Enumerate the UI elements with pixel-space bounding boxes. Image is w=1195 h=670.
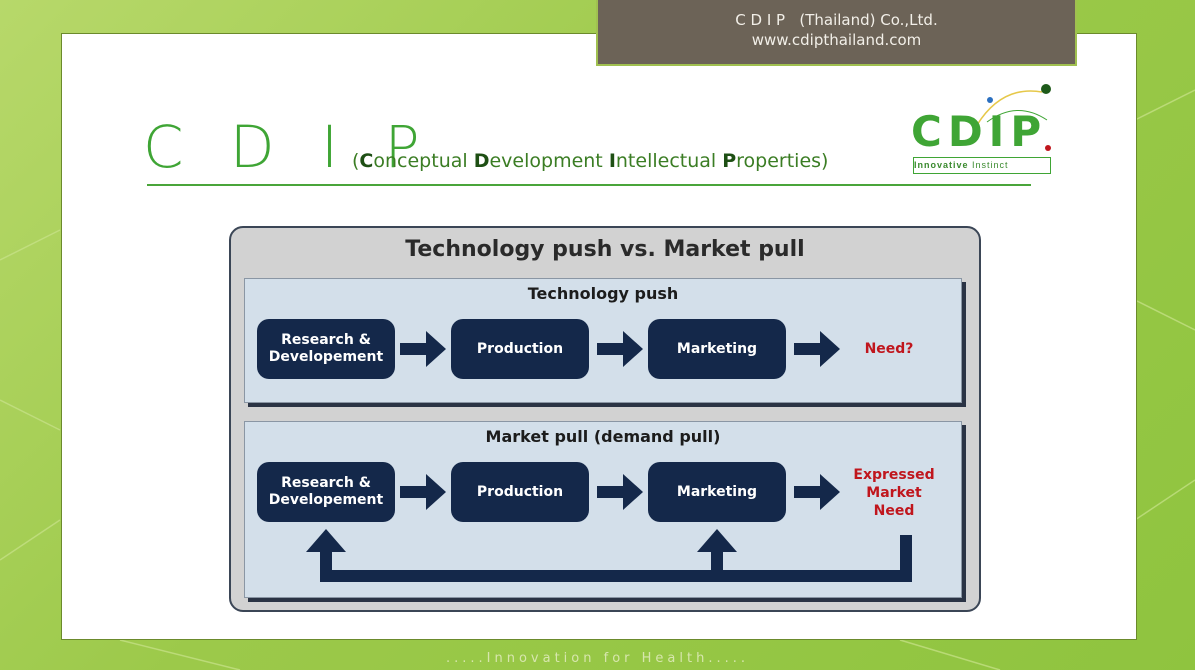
subtitle-part: C bbox=[359, 150, 374, 172]
market-pull-panel: Market pull (demand pull) Research & Dev… bbox=[244, 421, 962, 598]
tech-push-outcome: Need? bbox=[864, 341, 914, 357]
cdip-logo: CDIP Innovative Instinct bbox=[907, 80, 1057, 175]
subtitle-part: roperties) bbox=[736, 150, 829, 172]
subtitle-part: P bbox=[722, 150, 737, 172]
feedback-loop-arrow-icon bbox=[306, 529, 912, 582]
tech-push-panel: Technology push Research & Developement … bbox=[244, 278, 962, 403]
market-pull-step-production: Production bbox=[451, 462, 589, 522]
subtitle-part: onceptual bbox=[373, 150, 474, 172]
subtitle-part: ( bbox=[352, 150, 360, 172]
logo-orbit-icon bbox=[976, 84, 1051, 151]
company-name: C D I P (Thailand) Co.,Ltd. bbox=[735, 11, 938, 29]
page-title: C D I P bbox=[143, 113, 434, 181]
arrow-right-icon bbox=[794, 474, 840, 510]
market-pull-outcome: Expressed Market Need bbox=[853, 467, 935, 519]
market-pull-step-rd: Research & Developement bbox=[257, 462, 395, 522]
title-divider bbox=[147, 184, 1031, 186]
tech-push-step-marketing: Marketing bbox=[648, 319, 786, 379]
logo-tagline: Innovative Instinct bbox=[913, 157, 1051, 174]
market-pull-step-marketing: Marketing bbox=[648, 462, 786, 522]
arrow-right-icon bbox=[794, 331, 840, 367]
diagram-title: Technology push vs. Market pull bbox=[405, 237, 805, 262]
tech-push-title: Technology push bbox=[527, 284, 679, 303]
page-subtitle: (Conceptual Development Intellectual Pro… bbox=[352, 150, 828, 172]
arrow-right-icon bbox=[597, 331, 643, 367]
logo-tagline-rest: Instinct bbox=[972, 160, 1009, 170]
company-header: C D I P (Thailand) Co.,Ltd. www.cdipthai… bbox=[596, 0, 1077, 66]
arrow-right-icon bbox=[400, 331, 446, 367]
footer-tagline: .....Innovation for Health..... bbox=[446, 651, 749, 666]
subtitle-part: I bbox=[608, 150, 616, 172]
arrow-right-icon bbox=[400, 474, 446, 510]
tech-push-step-rd: Research & Developement bbox=[257, 319, 395, 379]
logo-tagline-bold: Innovative bbox=[914, 160, 969, 170]
tech-vs-market-diagram: Technology push vs. Market pull Technolo… bbox=[229, 226, 981, 612]
arrow-right-icon bbox=[597, 474, 643, 510]
company-website: www.cdipthailand.com bbox=[751, 31, 922, 49]
tech-push-step-production: Production bbox=[451, 319, 589, 379]
subtitle-part: ntellectual bbox=[615, 150, 723, 172]
market-pull-title: Market pull (demand pull) bbox=[485, 427, 721, 446]
logo-wordmark: CDIP bbox=[911, 107, 1048, 156]
subtitle-part: D bbox=[473, 150, 490, 172]
subtitle-part: evelopment bbox=[489, 150, 609, 172]
